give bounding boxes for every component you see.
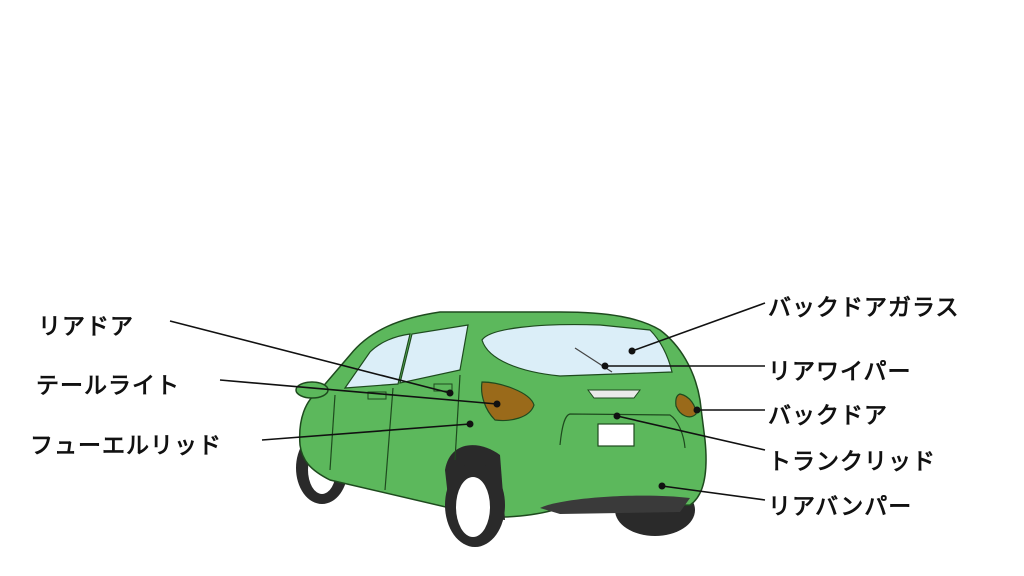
- side-window-rear: [399, 324, 469, 384]
- leader-lines: [169, 302, 766, 501]
- side-window-front: [343, 333, 411, 389]
- label-rear-wiper: リアワイパー: [768, 359, 912, 385]
- taillight-right-shape: [675, 393, 697, 418]
- label-trunk-lid: トランクリッド: [768, 449, 936, 475]
- label-back-door-glass: バックドアガラス: [768, 295, 960, 321]
- rear-bumper-shape: [540, 495, 690, 514]
- label-back-door: バックドア: [768, 403, 888, 429]
- label-rear-bumper: リアバンパー: [768, 494, 913, 520]
- label-tail-light: テールライト: [36, 373, 180, 399]
- back-door-glass-shape: [481, 323, 673, 377]
- label-fuel-lid: フューエルリッド: [30, 433, 222, 459]
- side-mirror: [295, 381, 329, 399]
- license-plate: [597, 423, 635, 447]
- leader-dots: [446, 347, 701, 490]
- label-rear-door: リアドア: [38, 314, 134, 340]
